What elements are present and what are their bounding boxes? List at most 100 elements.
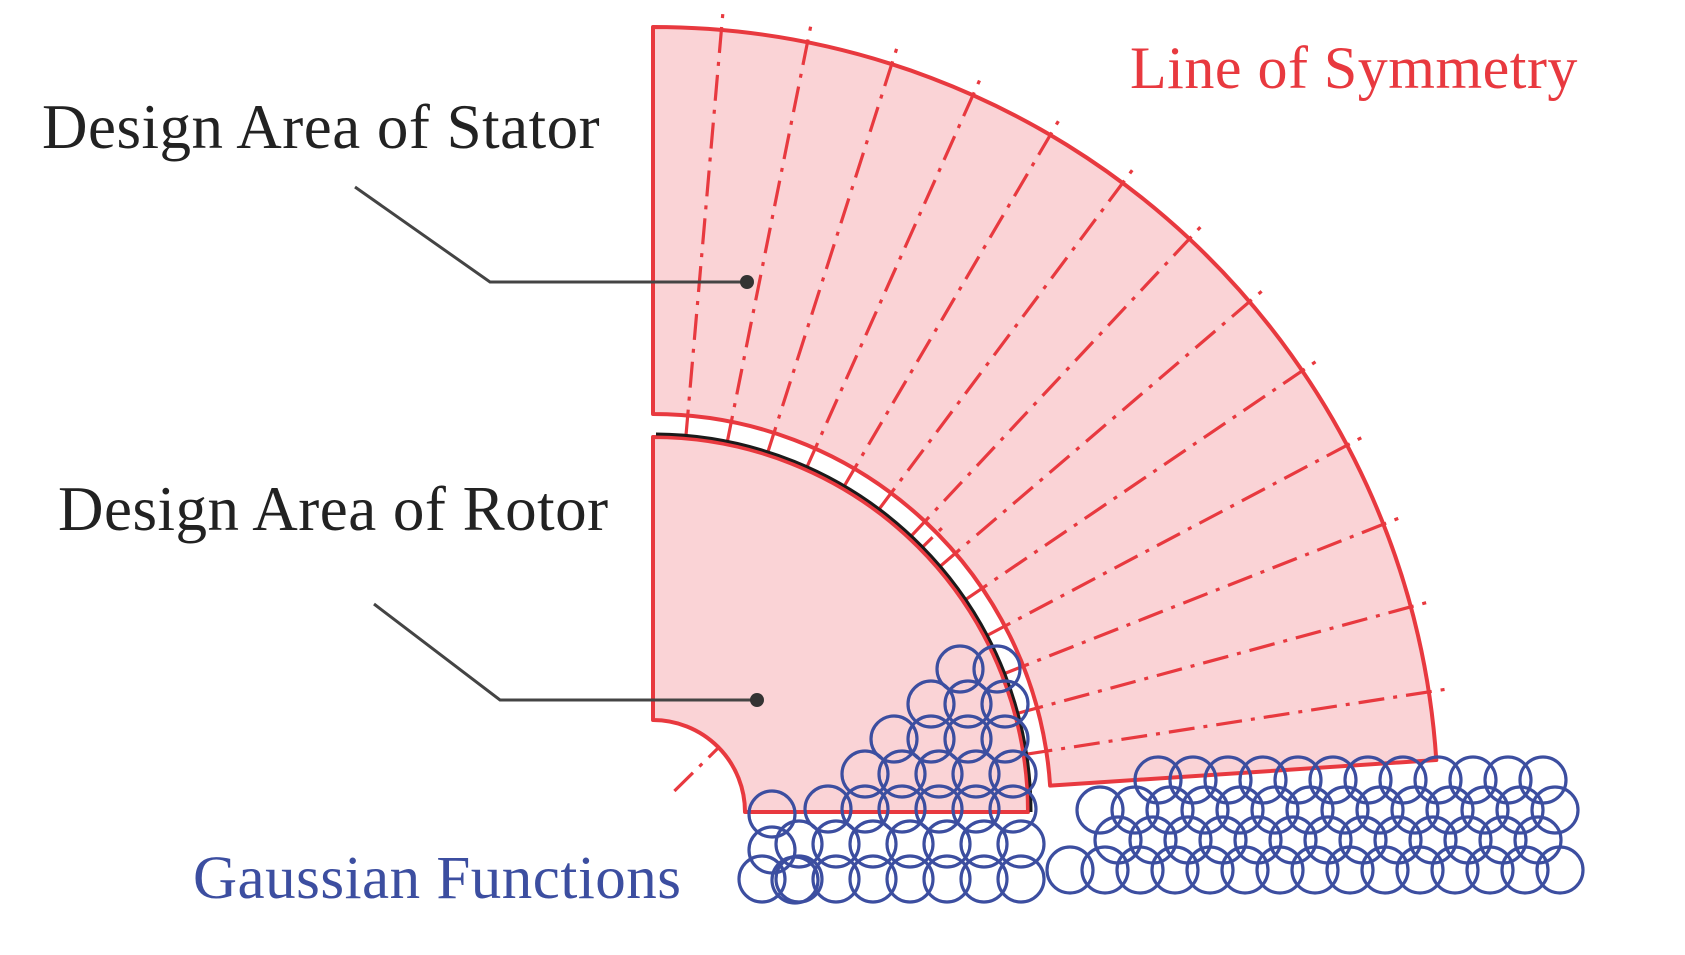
rotor-leader-line xyxy=(373,602,757,702)
gaussian-circle xyxy=(803,784,853,834)
gaussian-circle xyxy=(1465,845,1515,895)
gaussian-circle xyxy=(1395,845,1445,895)
gaussian-circle xyxy=(885,819,935,869)
symmetry-label: Line of Symmetry xyxy=(1130,35,1578,101)
stator-leader-dot xyxy=(740,275,754,289)
gaussian-circle xyxy=(1203,755,1253,805)
gaussian-circle xyxy=(747,825,797,875)
stator-label: Design Area of Stator xyxy=(42,92,601,162)
gaussian-circle xyxy=(1080,845,1130,895)
gaussian-circle xyxy=(959,854,1009,904)
symmetry-line xyxy=(944,433,1368,660)
gaussian-circle xyxy=(1273,755,1323,805)
gaussian-circle xyxy=(951,784,1001,834)
gaussian-circle xyxy=(943,679,993,729)
gaussian-circle xyxy=(848,819,898,869)
gaussian-circle xyxy=(1290,845,1340,895)
leader-lines xyxy=(354,185,764,707)
gaussian-circle xyxy=(1255,845,1305,895)
gaussian-circle xyxy=(1513,815,1563,865)
gaussian-circle xyxy=(747,789,797,839)
gaussian-circle xyxy=(1128,815,1178,865)
gaussian-circle xyxy=(1220,845,1270,895)
gaussian-circle xyxy=(951,749,1001,799)
stator-leader-line xyxy=(354,185,747,284)
gaussian-circle xyxy=(877,784,927,834)
stator-design-area xyxy=(651,25,1439,788)
gaussian-circle xyxy=(980,714,1030,764)
rotor-leader-dot xyxy=(750,693,764,707)
gaussian-circle xyxy=(811,819,861,869)
gaussian-circle xyxy=(972,644,1022,694)
gaussian-circle xyxy=(1168,755,1218,805)
gaussian-circle xyxy=(1360,845,1410,895)
gaussian-circle xyxy=(922,854,972,904)
symmetry-line xyxy=(971,599,1433,728)
gaussian-circle xyxy=(1343,755,1393,805)
gaussian-circle xyxy=(988,749,1038,799)
gaussian-circle xyxy=(1233,815,1283,865)
gaussian-circle xyxy=(1303,815,1353,865)
gaussian-circle xyxy=(1413,755,1463,805)
gaussian-circle xyxy=(959,819,1009,869)
gaussian-circle xyxy=(774,819,824,869)
gaussian-circle xyxy=(1500,845,1550,895)
gaussian-circle xyxy=(1198,815,1248,865)
gaussian-circle xyxy=(906,714,956,764)
gaussian-circle xyxy=(1373,815,1423,865)
gaussian-circle xyxy=(885,854,935,904)
symmetry-line xyxy=(978,686,1451,764)
gaussian-circle xyxy=(914,784,964,834)
gaussian-circle xyxy=(770,855,820,905)
gaussian-circle xyxy=(1163,815,1213,865)
symmetry-lines xyxy=(673,7,1451,793)
gaussian-circle xyxy=(1443,815,1493,865)
gaussian-circle xyxy=(869,714,919,764)
gaussian-circle xyxy=(840,749,890,799)
gaussian-functions xyxy=(737,644,1585,905)
symmetry-line xyxy=(877,221,1206,573)
gaussian-circle xyxy=(1478,815,1528,865)
rotor-label: Design Area of Rotor xyxy=(58,474,609,544)
gaussian-circle xyxy=(943,714,993,764)
gaussian-circle xyxy=(980,679,1030,729)
gaussian-circle xyxy=(1530,785,1580,835)
gaussian-label: Gaussian Functions xyxy=(193,845,682,912)
stator-region xyxy=(651,25,1439,788)
gaussian-circle xyxy=(1185,845,1235,895)
symmetry-line xyxy=(716,20,814,489)
gaussian-circle xyxy=(774,854,824,904)
rotor-region xyxy=(651,435,1030,814)
symmetry-line xyxy=(751,42,900,499)
gaussian-circle xyxy=(996,854,1046,904)
gaussian-circle xyxy=(922,819,972,869)
gaussian-circle xyxy=(1535,845,1585,895)
gaussian-circle xyxy=(1483,755,1533,805)
gaussian-circle xyxy=(935,644,985,694)
gaussian-circle xyxy=(840,784,890,834)
gaussian-circle xyxy=(1430,845,1480,895)
gaussian-circle xyxy=(848,854,898,904)
symmetry-line xyxy=(786,74,984,512)
symmetry-line xyxy=(680,7,725,484)
gaussian-circle xyxy=(1408,815,1458,865)
gaussian-circle xyxy=(988,784,1038,834)
rotor-outer-edge xyxy=(655,432,1033,813)
gaussian-circle xyxy=(906,679,956,729)
symmetry-line xyxy=(849,164,1138,549)
gaussian-circle xyxy=(1448,755,1498,805)
symmetry-line xyxy=(902,286,1268,599)
gaussian-circle xyxy=(1338,815,1388,865)
gaussian-circle xyxy=(737,854,787,904)
gaussian-circle xyxy=(1150,845,1200,895)
gaussian-circle xyxy=(914,749,964,799)
gaussian-circle xyxy=(1238,755,1288,805)
gaussian-circle xyxy=(1093,815,1143,865)
gaussian-circle xyxy=(1133,755,1183,805)
rotor-design-area xyxy=(651,432,1033,814)
symmetry-line xyxy=(818,115,1063,529)
gaussian-circle xyxy=(996,819,1046,869)
gaussian-circle xyxy=(1268,815,1318,865)
gaussian-circle xyxy=(1075,785,1125,835)
